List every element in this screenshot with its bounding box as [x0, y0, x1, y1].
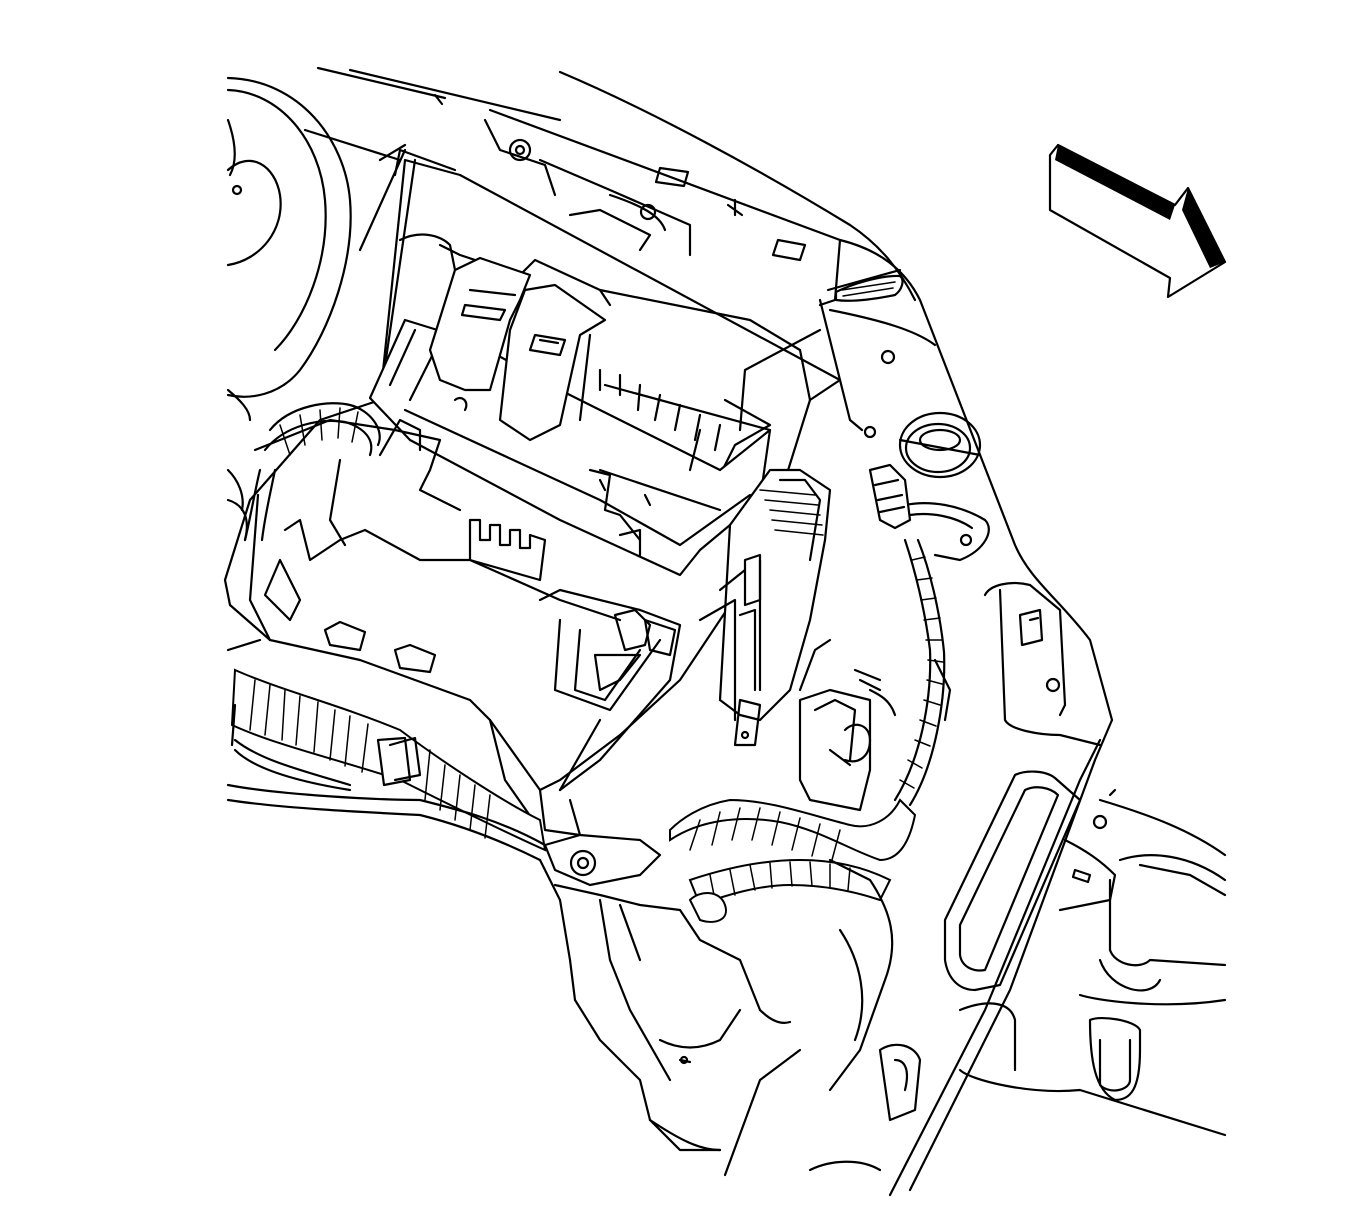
grommet	[863, 411, 982, 479]
strut-tower	[226, 76, 352, 398]
cowl-panel	[303, 66, 917, 307]
wiring-harness	[230, 402, 952, 923]
wiring-connector	[798, 668, 897, 812]
fender-edge	[818, 238, 1114, 722]
control-module	[698, 468, 832, 747]
mount-bracket	[903, 502, 990, 562]
direction-arrow-icon	[1048, 143, 1227, 299]
lower-tray	[248, 418, 642, 674]
frame-rail	[808, 581, 1227, 1197]
left-structure	[226, 388, 894, 1177]
center-bracket	[488, 588, 682, 887]
fuse-block	[368, 256, 772, 577]
